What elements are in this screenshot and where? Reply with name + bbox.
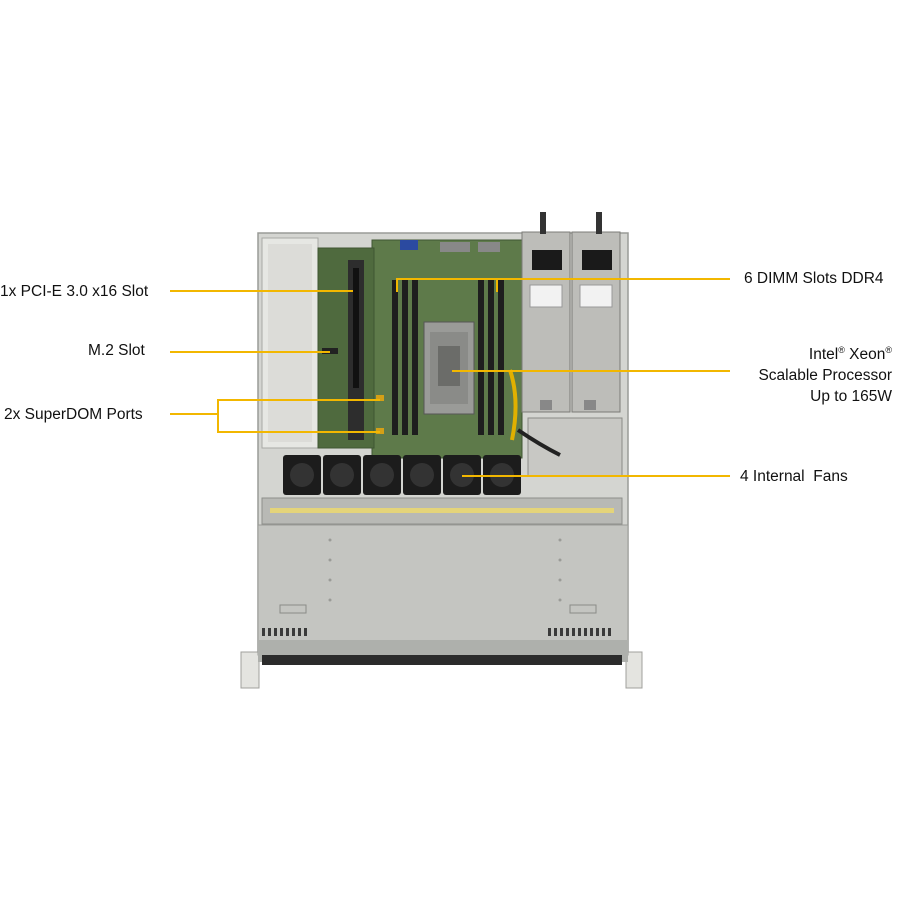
- callout-line-pcie: [170, 290, 353, 292]
- callout-line-processor: [452, 370, 730, 372]
- callout-line-superdom-lower: [217, 431, 380, 433]
- dimm-slots: [392, 280, 504, 435]
- callout-line-dimm: [396, 278, 730, 280]
- label-processor: Intel® Xeon® Scalable Processor Up to 16…: [758, 344, 892, 407]
- label-processor-line1: Intel® Xeon®: [808, 344, 892, 363]
- label-processor-line2: Scalable Processor: [758, 367, 892, 384]
- label-superdom-ports: 2x SuperDOM Ports: [4, 406, 143, 423]
- label-dimm-slots: 6 DIMM Slots DDR4: [744, 270, 884, 287]
- power-supplies: [521, 212, 623, 477]
- callout-bracket-superdom: [217, 399, 219, 433]
- label-pcie-slot: 1x PCI-E 3.0 x16 Slot: [0, 283, 149, 300]
- callout-line-superdom: [170, 413, 218, 415]
- label-processor-line3: Up to 165W: [810, 388, 892, 405]
- internal-fans: [283, 455, 521, 495]
- callout-drop-dimm-right: [496, 278, 498, 292]
- superdom-ports: [376, 395, 384, 434]
- label-internal-fans: 4 Internal Fans: [740, 468, 848, 485]
- callout-line-m2: [170, 351, 330, 353]
- callout-line-superdom-upper: [217, 399, 380, 401]
- label-m2-slot: M.2 Slot: [88, 342, 145, 359]
- m2-slot: [322, 348, 338, 354]
- pcie-riser: [348, 260, 364, 440]
- callout-drop-dimm-left: [396, 278, 398, 292]
- callout-line-fans: [462, 475, 730, 477]
- cpu-heatsink: [423, 321, 475, 415]
